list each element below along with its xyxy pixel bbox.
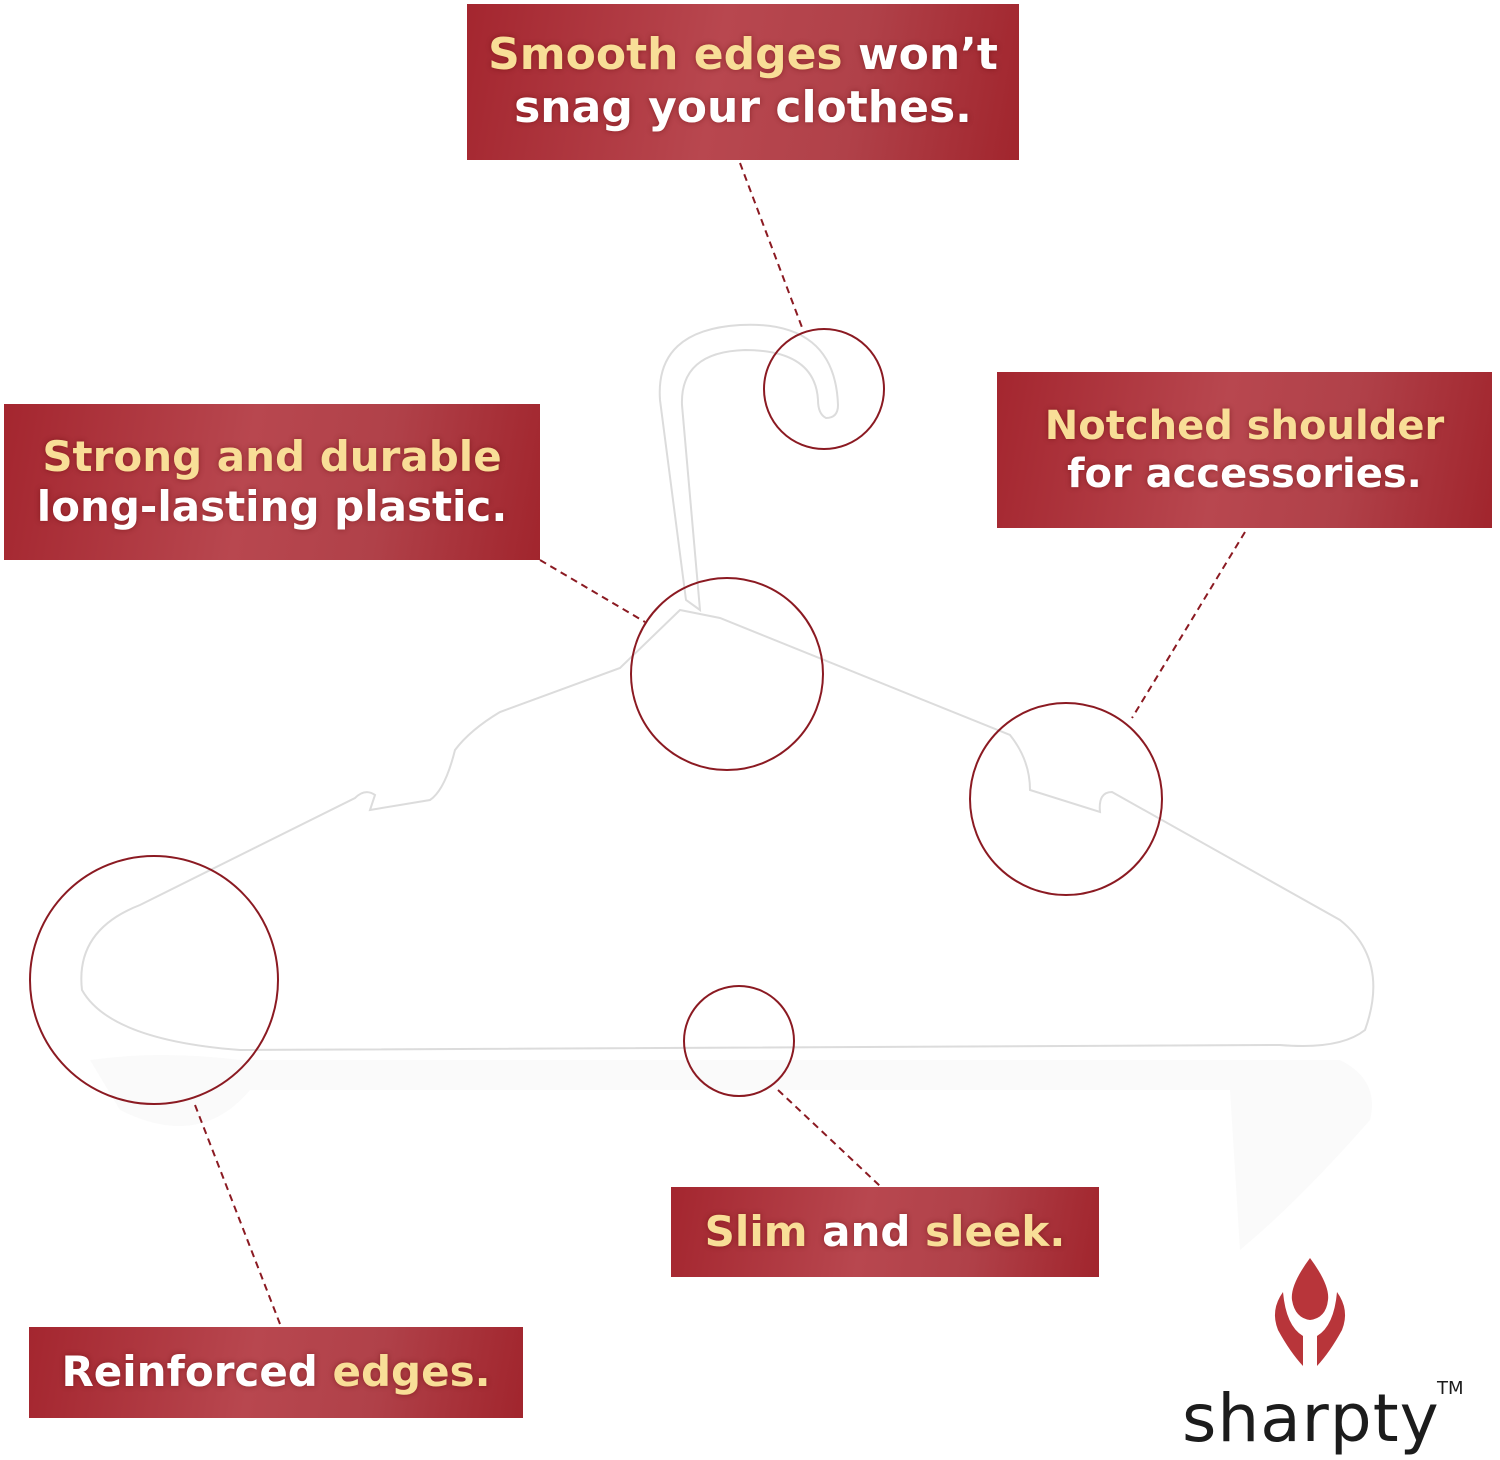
circle-bar xyxy=(683,985,795,1097)
callout-text: Reinforced xyxy=(61,1347,333,1397)
leader-lines xyxy=(194,162,1246,1325)
callout-reinforced-edges: Reinforced edges. xyxy=(29,1327,523,1418)
callout-text: for accessories. xyxy=(1067,451,1422,497)
callout-highlight: sleek. xyxy=(925,1206,1066,1256)
circle-neck xyxy=(630,577,824,771)
callout-strong-durable: Strong and durable long-lasting plastic. xyxy=(4,404,540,560)
leader-reinforced xyxy=(194,1104,281,1325)
callout-text: won’t xyxy=(842,29,998,81)
callout-text: and xyxy=(807,1206,926,1256)
callout-highlight: edges. xyxy=(332,1347,491,1397)
callout-text: snag your clothes. xyxy=(514,82,972,133)
leader-smooth xyxy=(739,162,804,331)
callout-highlight: Smooth edges xyxy=(488,29,843,81)
callout-smooth-edges: Smooth edges won’t snag your clothes. xyxy=(467,4,1019,160)
trademark: TM xyxy=(1437,1378,1464,1399)
callout-slim-sleek: Slim and sleek. xyxy=(671,1187,1099,1277)
circle-edge xyxy=(29,855,279,1105)
circle-hook xyxy=(763,328,885,450)
sharpty-logo-icon xyxy=(1274,1258,1346,1366)
callout-notched-shoulder: Notched shoulder for accessories. xyxy=(997,372,1492,528)
callout-highlight: Slim xyxy=(704,1206,808,1256)
callout-highlight: Notched shoulder xyxy=(1044,403,1445,449)
leader-strong xyxy=(539,559,646,623)
brand-name: sharpty xyxy=(1182,1380,1440,1457)
hanger-reflection xyxy=(90,1055,1372,1250)
callout-text: long-lasting plastic. xyxy=(36,482,508,531)
circle-notch xyxy=(969,702,1163,896)
leader-slim xyxy=(777,1089,881,1187)
callout-highlight: Strong and durable xyxy=(42,431,502,481)
leader-notched xyxy=(1131,531,1246,719)
highlight-circles xyxy=(29,328,1163,1105)
hanger xyxy=(80,323,1375,1052)
